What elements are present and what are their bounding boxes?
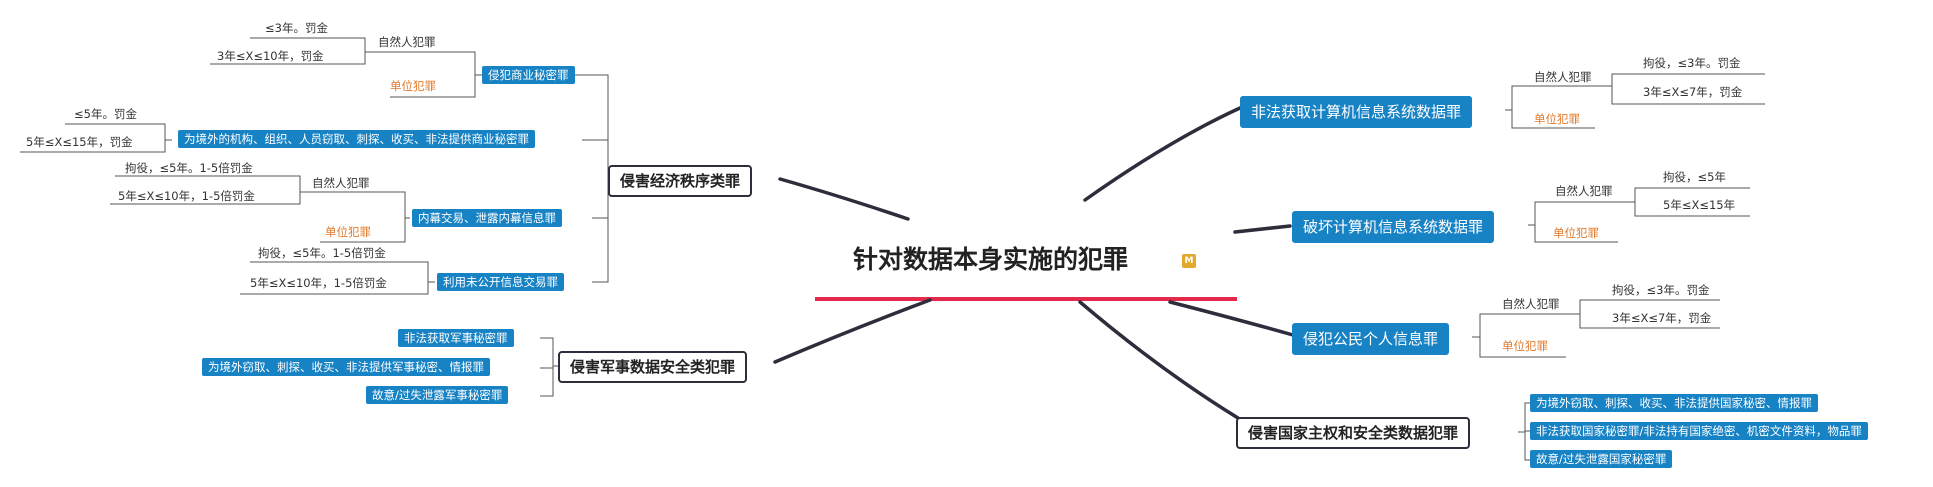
military-item-3[interactable]: 故意/过失泄露军事秘密罪 xyxy=(366,386,509,404)
illegal-obtain-penalty-2[interactable]: 3年≤X≤7年，罚金 xyxy=(1643,85,1743,99)
center-title[interactable]: 针对数据本身实施的犯罪 xyxy=(853,245,1129,274)
insider-natural[interactable]: 自然人犯罪 xyxy=(312,176,370,190)
trade-secret-unit[interactable]: 单位犯罪 xyxy=(390,79,436,93)
main-branches xyxy=(773,106,1295,420)
nonpublic-info-node[interactable]: 利用未公开信息交易罪 xyxy=(437,273,564,291)
state-item-3[interactable]: 故意/过失泄露国家秘密罪 xyxy=(1530,450,1673,468)
state-item-2[interactable]: 非法获取国家秘密罪/非法持有国家绝密、机密文件资料，物品罪 xyxy=(1530,422,1868,440)
destroy-data-node[interactable]: 破坏计算机信息系统数据罪 xyxy=(1292,211,1495,243)
insider-unit[interactable]: 单位犯罪 xyxy=(325,225,371,239)
military-item-1[interactable]: 非法获取军事秘密罪 xyxy=(398,329,514,347)
personal-natural[interactable]: 自然人犯罪 xyxy=(1502,297,1560,311)
foreign-secret-penalty-1[interactable]: ≤5年。罚金 xyxy=(74,107,137,121)
military-item-2[interactable]: 为境外窃取、刺探、收买、非法提供军事秘密、情报罪 xyxy=(202,358,490,376)
military-data-node[interactable]: 侵害军事数据安全类犯罪 xyxy=(558,351,748,383)
illegal-obtain-penalty-1[interactable]: 拘役，≤3年。罚金 xyxy=(1643,56,1741,70)
destroy-penalty-2[interactable]: 5年≤X≤15年 xyxy=(1663,198,1736,212)
state-security-node[interactable]: 侵害国家主权和安全类数据犯罪 xyxy=(1236,417,1471,449)
trade-secret-node[interactable]: 侵犯商业秘密罪 xyxy=(482,66,575,84)
insider-penalty-2[interactable]: 5年≤X≤10年，1-5倍罚金 xyxy=(118,189,255,203)
personal-penalty-2[interactable]: 3年≤X≤7年，罚金 xyxy=(1612,311,1712,325)
trade-secret-natural[interactable]: 自然人犯罪 xyxy=(378,35,436,49)
state-item-1[interactable]: 为境外窃取、刺探、收买、非法提供国家秘密、情报罪 xyxy=(1530,394,1818,412)
nonpublic-penalty-1[interactable]: 拘役，≤5年。1-5倍罚金 xyxy=(258,246,386,260)
insider-trading-node[interactable]: 内幕交易、泄露内幕信息罪 xyxy=(412,209,562,227)
illegal-obtain-unit[interactable]: 单位犯罪 xyxy=(1534,112,1580,126)
marker-badge-icon: M xyxy=(1182,254,1196,268)
insider-penalty-1[interactable]: 拘役，≤5年。1-5倍罚金 xyxy=(125,161,253,175)
trade-secret-penalty-1[interactable]: ≤3年。罚金 xyxy=(265,21,328,35)
destroy-natural[interactable]: 自然人犯罪 xyxy=(1555,184,1613,198)
illegal-obtain-node[interactable]: 非法获取计算机信息系统数据罪 xyxy=(1240,96,1473,128)
personal-unit[interactable]: 单位犯罪 xyxy=(1502,339,1548,353)
destroy-penalty-1[interactable]: 拘役，≤5年 xyxy=(1663,170,1726,184)
personal-penalty-1[interactable]: 拘役，≤3年。罚金 xyxy=(1612,283,1710,297)
nonpublic-penalty-2[interactable]: 5年≤X≤10年，1-5倍罚金 xyxy=(250,276,387,290)
illegal-obtain-natural[interactable]: 自然人犯罪 xyxy=(1534,70,1592,84)
personal-info-node[interactable]: 侵犯公民个人信息罪 xyxy=(1292,323,1450,355)
foreign-commercial-secret-node[interactable]: 为境外的机构、组织、人员窃取、刺探、收买、非法提供商业秘密罪 xyxy=(178,130,535,148)
economic-order-node[interactable]: 侵害经济秩序类罪 xyxy=(608,165,753,197)
destroy-unit[interactable]: 单位犯罪 xyxy=(1553,226,1599,240)
trade-secret-penalty-2[interactable]: 3年≤X≤10年，罚金 xyxy=(217,49,324,63)
foreign-secret-penalty-2[interactable]: 5年≤X≤15年，罚金 xyxy=(26,135,133,149)
